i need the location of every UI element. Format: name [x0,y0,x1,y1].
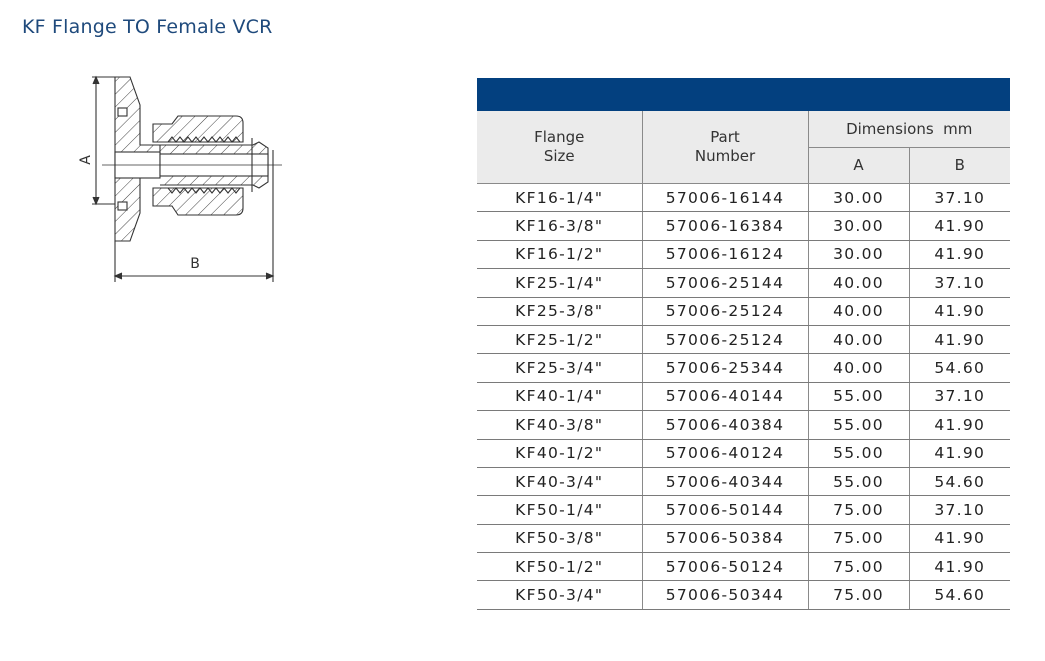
cell-dim-b: 37.10 [908,495,1010,525]
cell-dim-b: 41.90 [908,325,1010,355]
cell-dim-a: 55.00 [807,410,909,440]
cell-part-number: 57006-16144 [641,183,808,213]
cell-part-number: 57006-40124 [641,439,808,468]
cell-flange-size: KF40-3/4" [477,467,642,497]
header-dim-b: B [908,147,1010,184]
flange-cross-section-drawing: B A [78,75,282,282]
cell-dim-b: 41.90 [908,211,1010,241]
cell-flange-size: KF50-3/4" [477,580,642,610]
cell-dim-b: 37.10 [908,268,1010,298]
cell-flange-size: KF16-1/2" [477,240,642,270]
cell-dim-a: 55.00 [807,382,909,412]
cell-dim-b: 41.90 [908,240,1010,270]
cell-part-number: 57006-40344 [641,467,808,497]
cell-dim-a: 40.00 [807,268,909,298]
cell-flange-size: KF50-3/8" [477,524,642,554]
cell-flange-size: KF40-3/8" [477,410,642,440]
cell-dim-b: 41.90 [908,439,1010,468]
cell-flange-size: KF50-1/4" [477,495,642,525]
header-part-number: Part Number [641,111,809,184]
cell-dim-a: 40.00 [807,325,909,355]
cell-part-number: 57006-50384 [641,524,808,554]
cell-dim-b: 37.10 [908,183,1010,213]
cell-part-number: 57006-40144 [641,382,808,412]
cell-dim-b: 54.60 [908,580,1010,610]
header-dimensions: Dimensions mm [807,111,1010,148]
cell-flange-size: KF25-3/8" [477,297,642,326]
cell-dim-a: 40.00 [807,353,909,383]
cell-part-number: 57006-50124 [641,552,808,582]
cell-dim-a: 75.00 [807,524,909,554]
header-flange-size: Flange Size [477,111,643,184]
cell-dim-b: 41.90 [908,524,1010,554]
cell-dim-a: 75.00 [807,495,909,525]
cell-dim-b: 41.90 [908,552,1010,582]
cell-dim-b: 54.60 [908,353,1010,383]
cell-dim-b: 41.90 [908,410,1010,440]
cell-part-number: 57006-25124 [641,297,808,326]
cell-part-number: 57006-50144 [641,495,808,525]
cell-part-number: 57006-25124 [641,325,808,355]
cell-part-number: 57006-50344 [641,580,808,610]
cell-flange-size: KF50-1/2" [477,552,642,582]
cell-flange-size: KF25-1/2" [477,325,642,355]
dimensions-table: Flange Size Part Number Dimensions mm A … [477,78,1010,610]
page-title: KF Flange TO Female VCR [22,16,273,38]
cell-part-number: 57006-40384 [641,410,808,440]
cell-part-number: 57006-25344 [641,353,808,383]
cell-dim-b: 54.60 [908,467,1010,497]
table-header-bar [477,78,1010,111]
cell-flange-size: KF40-1/4" [477,382,642,412]
cell-flange-size: KF25-1/4" [477,268,642,298]
dimension-b-label: B [190,256,200,272]
cell-flange-size: KF25-3/4" [477,353,642,383]
cell-flange-size: KF16-1/4" [477,183,642,213]
cell-dim-a: 30.00 [807,183,909,213]
cell-dim-a: 30.00 [807,240,909,270]
cell-flange-size: KF40-1/2" [477,439,642,468]
cell-dim-a: 55.00 [807,467,909,497]
cell-dim-a: 40.00 [807,297,909,326]
cell-part-number: 57006-16384 [641,211,808,241]
cell-dim-b: 41.90 [908,297,1010,326]
cell-dim-a: 55.00 [807,439,909,468]
cell-part-number: 57006-16124 [641,240,808,270]
cell-flange-size: KF16-3/8" [477,211,642,241]
cell-dim-a: 30.00 [807,211,909,241]
dimension-a-label: A [78,155,94,165]
cell-part-number: 57006-25144 [641,268,808,298]
cell-dim-a: 75.00 [807,580,909,610]
cell-dim-b: 37.10 [908,382,1010,412]
header-dim-a: A [808,147,910,184]
cell-dim-a: 75.00 [807,552,909,582]
